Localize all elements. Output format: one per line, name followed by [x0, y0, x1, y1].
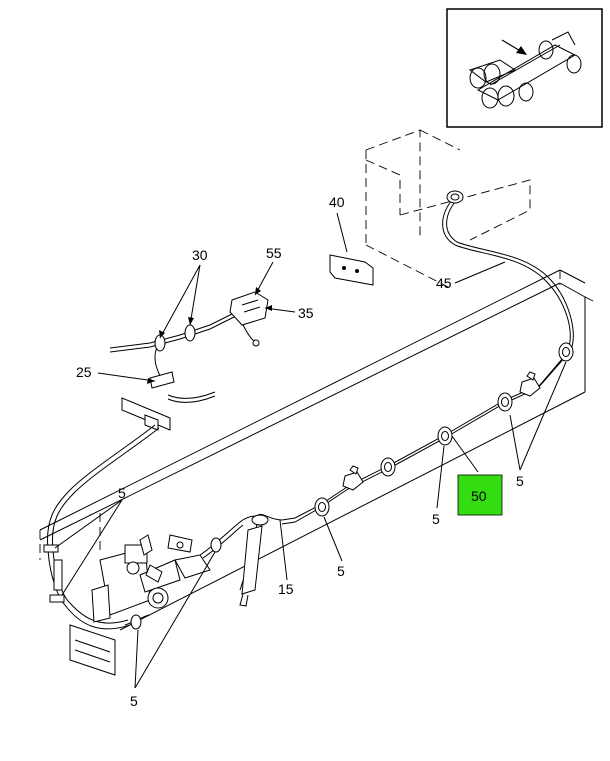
tie-strap-part-25: [149, 371, 175, 389]
callout-25: 25: [76, 364, 92, 380]
callout-45: 45: [436, 275, 452, 291]
callout-35: 35: [298, 305, 314, 321]
harness-grommets-part-30: [154, 324, 196, 352]
callout-5-bottom-left: 5: [130, 693, 138, 709]
shock-absorber: [239, 514, 269, 607]
callout-5-right-bottom: 5: [432, 511, 440, 527]
truck-chassis-icon: [468, 31, 582, 109]
valve-assembly: [69, 534, 211, 676]
callout-55: 55: [266, 245, 282, 261]
callout-50: 50: [471, 488, 487, 504]
callout-5-right: 5: [516, 473, 524, 489]
bracket-part-40: [329, 254, 374, 286]
callout-5-mid: 5: [337, 563, 345, 579]
callout-15: 15: [278, 581, 294, 597]
callout-5-left: 5: [118, 485, 126, 501]
main-harness-part-50: [281, 351, 569, 525]
connector-part-35: [229, 291, 269, 326]
callout-40: 40: [329, 194, 345, 210]
locator-arrow-icon: [501, 39, 527, 55]
sensor-cable-part-45: [442, 190, 574, 351]
left-harness-clips: [43, 544, 65, 603]
leader-arrowheads: [147, 287, 272, 384]
highlight-box-part-50: [457, 474, 503, 516]
sensor-bracket: [121, 391, 216, 431]
frame-hidden-lines: [39, 129, 596, 560]
leader-lines: [54, 212, 567, 689]
cable-clips: [342, 371, 541, 491]
callout-30: 30: [192, 247, 208, 263]
valve-grommets: [130, 537, 222, 630]
grommets: [314, 342, 574, 517]
locator-inset: [446, 8, 603, 128]
frame-rail: [39, 269, 586, 631]
